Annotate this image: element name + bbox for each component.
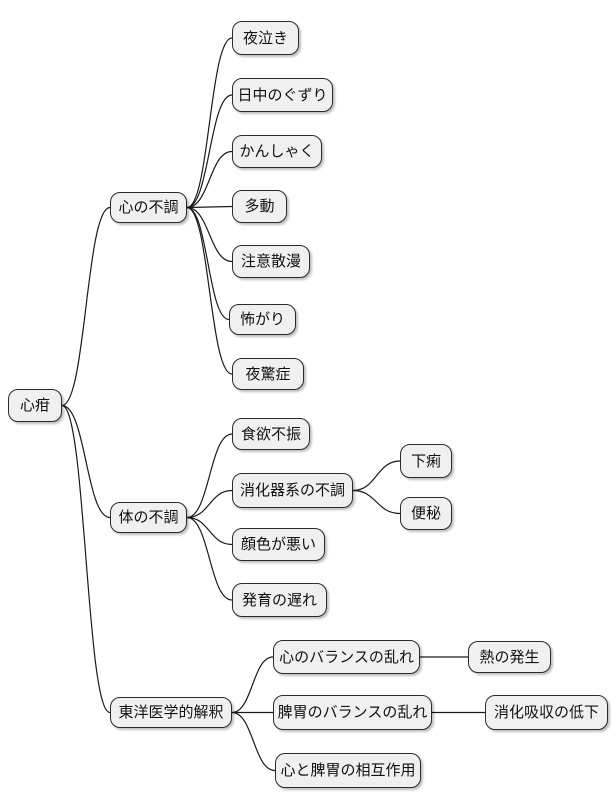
- edge-kokoro-fuchou-to-nicchuu-guzuri: [186, 94, 233, 209]
- mindmap-node-sougo-sayou: 心と脾胃の相互作用: [275, 753, 421, 788]
- edge-karada-fuchou-to-kaoiro-warui: [186, 516, 233, 546]
- edge-kokoro-fuchou-to-chuui-sanman: [186, 206, 233, 263]
- mindmap-node-kowagari: 怖がり: [229, 304, 296, 335]
- edge-karada-fuchou-to-shokuyoku-fushin: [186, 433, 233, 519]
- edge-karada-fuchou-to-shouka-kikei: [186, 489, 233, 519]
- mindmap-node-yakyoushou: 夜驚症: [232, 358, 304, 390]
- edge-kokoro-fuchou-to-kowagari: [186, 206, 230, 321]
- mindmap-node-shinkan: 心疳: [8, 389, 62, 422]
- edge-kokoro-fuchou-to-kanshaku: [186, 150, 233, 209]
- mindmap-node-hii-balance: 脾胃のバランスの乱れ: [273, 695, 432, 730]
- mindmap-node-nicchuu-guzuri: 日中のぐずり: [232, 78, 333, 112]
- mindmap-node-kokoro-balance: 心のバランスの乱れ: [273, 640, 420, 674]
- mindmap-node-karada-fuchou: 体の不調: [110, 502, 187, 533]
- edge-kokoro-fuchou-to-yakyoushou: [186, 206, 233, 375]
- edge-touyou-kaishaku-to-sougo-sayou: [231, 711, 276, 772]
- mindmap-node-geri: 下痢: [400, 444, 452, 478]
- mindmap-node-kaoiro-warui: 顔色が悪い: [232, 528, 325, 561]
- edge-touyou-kaishaku-to-kokoro-balance: [231, 656, 274, 714]
- edge-shinkan-to-karada-fuchou: [61, 404, 111, 519]
- mindmap-node-hatsuiku-okure: 発育の遅れ: [232, 583, 327, 617]
- mindmap-node-chuui-sanman: 注意散漫: [232, 245, 310, 278]
- edge-kokoro-fuchou-to-yonaki: [186, 37, 233, 209]
- mindmap-node-shouka-kikei: 消化器系の不調: [232, 473, 353, 508]
- edge-karada-fuchou-to-hatsuiku-okure: [186, 516, 233, 601]
- mindmap-node-shouka-teika: 消化吸収の低下: [485, 695, 608, 730]
- mindmap-node-touyou-kaishaku: 東洋医学的解釈: [110, 697, 232, 728]
- edge-shouka-kikei-to-benpi: [352, 489, 401, 515]
- mindmap-node-kokoro-fuchou: 心の不調: [110, 192, 187, 223]
- mindmap-node-kanshaku: かんしゃく: [232, 135, 322, 168]
- mindmap-node-shokuyoku-fushin: 食欲不振: [232, 418, 310, 450]
- edge-shouka-kikei-to-geri: [352, 460, 401, 492]
- edge-shinkan-to-touyou-kaishaku: [61, 404, 111, 714]
- mindmap-node-netsu-hassei: 熱の発生: [468, 641, 551, 673]
- edge-shinkan-to-kokoro-fuchou: [61, 206, 111, 407]
- edge-kokoro-fuchou-to-tadou: [186, 205, 233, 209]
- mindmap-node-tadou: 多動: [232, 190, 287, 223]
- mindmap-node-yonaki: 夜泣き: [232, 21, 299, 55]
- mindmap-node-benpi: 便秘: [400, 497, 452, 530]
